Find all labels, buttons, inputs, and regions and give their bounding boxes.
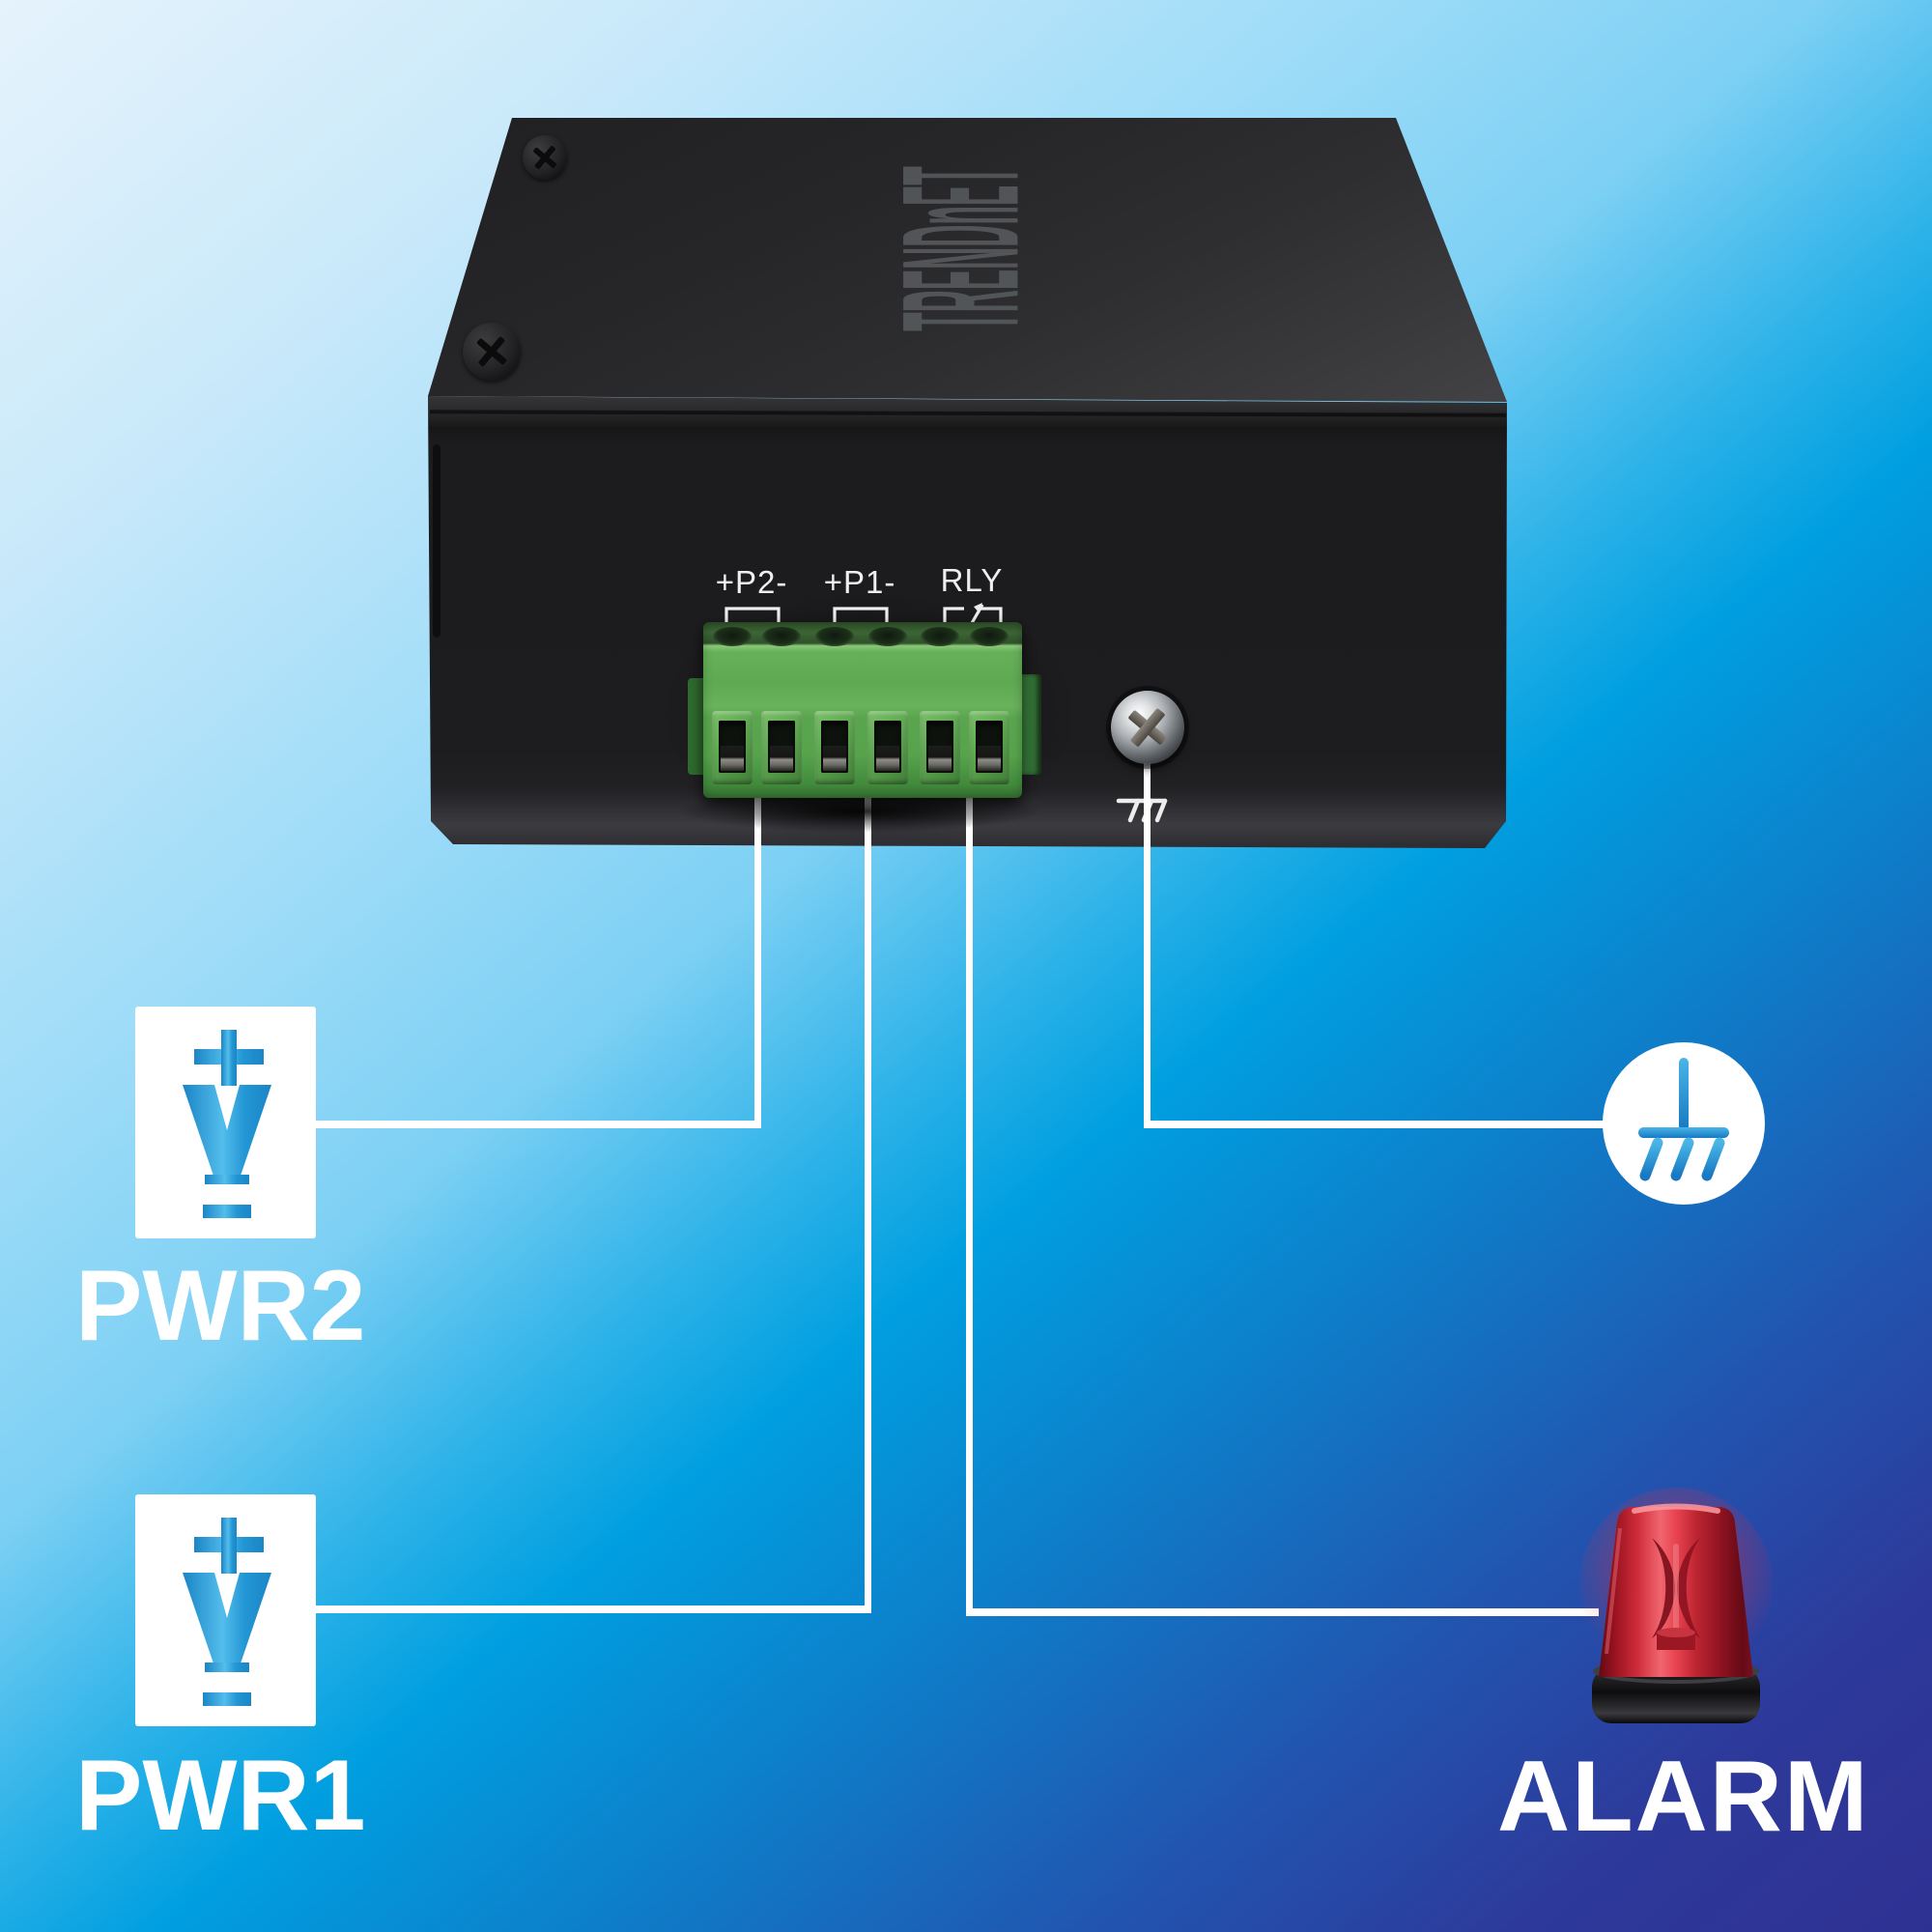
bracket-p1 bbox=[833, 607, 889, 628]
terminal-screw-icon bbox=[920, 627, 959, 646]
terminal-port bbox=[867, 711, 908, 784]
terminal-screw-icon bbox=[762, 627, 801, 646]
terminal-block-body bbox=[703, 622, 1022, 798]
terminal-screw-icon bbox=[867, 627, 907, 646]
pwr2-label: PWR2 bbox=[75, 1250, 366, 1362]
brand-logo-text: TRENDnET bbox=[872, 165, 1056, 331]
device-top-panel bbox=[428, 118, 1507, 402]
dc-power-source-icon bbox=[183, 1030, 271, 1218]
wire-pwr1-horizontal bbox=[316, 1605, 871, 1613]
earth-ground-icon bbox=[1603, 1042, 1765, 1205]
minus-icon bbox=[203, 1205, 251, 1218]
terminal-label-p2: +P2- bbox=[715, 564, 788, 600]
terminal-block-right-tab bbox=[1018, 674, 1041, 775]
alarm-beacon-icon bbox=[1579, 1488, 1773, 1723]
terminal-port bbox=[712, 711, 753, 784]
grounding-screw-icon bbox=[1111, 691, 1184, 764]
terminal-label-p1: +P1- bbox=[823, 564, 896, 600]
terminal-port bbox=[919, 711, 960, 784]
terminal-screw-icon bbox=[713, 627, 752, 646]
terminal-block-left-tab bbox=[688, 678, 707, 775]
earth-ground-glyph bbox=[1638, 1058, 1729, 1181]
wire-ground-horizontal bbox=[1148, 1121, 1605, 1128]
terminal-block bbox=[688, 618, 1041, 802]
wire-alarm-horizontal bbox=[966, 1608, 1599, 1616]
terminal-port bbox=[761, 711, 802, 784]
bracket-p2 bbox=[724, 607, 781, 628]
pwr1-label: PWR1 bbox=[75, 1740, 366, 1852]
top-panel-screw-icon bbox=[523, 135, 567, 180]
minus-icon bbox=[203, 1692, 251, 1706]
dc-power-source-icon bbox=[183, 1518, 271, 1706]
wire-pwr1-vertical bbox=[865, 779, 871, 1613]
pwr1-power-source-card bbox=[135, 1494, 316, 1726]
terminal-port bbox=[813, 711, 855, 784]
terminal-port bbox=[968, 711, 1009, 784]
wire-pwr2-horizontal bbox=[316, 1121, 761, 1128]
voltage-v-glyph bbox=[183, 1573, 271, 1663]
brand-logo: TRENDnET bbox=[872, 166, 1055, 331]
terminal-label-rly: RLY bbox=[940, 562, 1004, 598]
terminal-screw-icon bbox=[969, 627, 1009, 646]
relay-arrow-icon bbox=[974, 603, 982, 613]
panel-vent-slot bbox=[433, 444, 440, 638]
alarm-label: ALARM bbox=[1497, 1741, 1870, 1853]
pwr2-power-source-card bbox=[135, 1007, 316, 1238]
wire-alarm-vertical bbox=[966, 779, 973, 1616]
terminal-screw-icon bbox=[814, 627, 854, 646]
voltage-v-glyph bbox=[183, 1085, 271, 1176]
wire-ground-vertical bbox=[1144, 727, 1151, 1128]
top-panel-screw-icon bbox=[463, 323, 521, 381]
wire-pwr2-vertical bbox=[754, 779, 761, 1128]
